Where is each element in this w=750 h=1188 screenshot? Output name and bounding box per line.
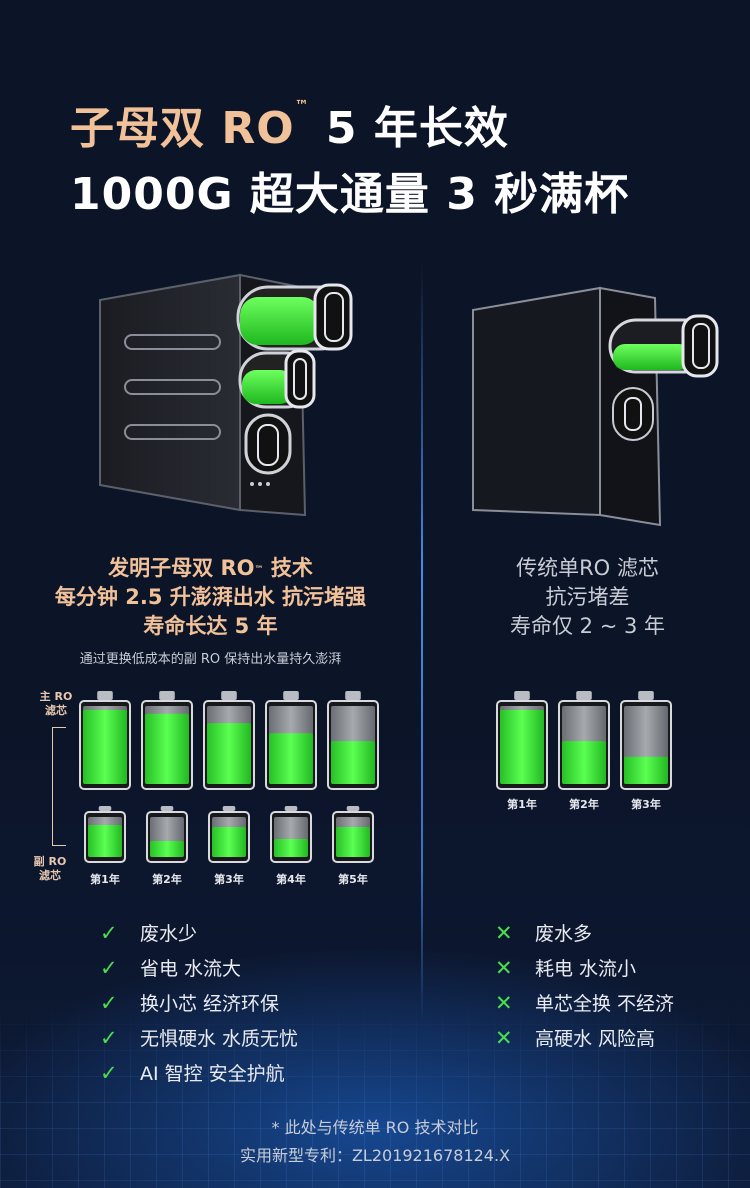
sub-ro-label: 副 RO 滤芯 (33, 855, 67, 882)
right-feature-1: ✕ 废水多 (495, 919, 592, 946)
row-bracket-bottom (52, 845, 66, 846)
left-tech-title: 发明子母双 RO™ 技术 每分钟 2.5 升澎湃出水 抗污堵强 寿命长达 5 年 (0, 554, 421, 641)
left-title-name: 发明子母双 RO (108, 556, 255, 580)
headline-line2: 1000G 超大通量 3 秒满杯 (70, 169, 630, 220)
left-feature-3: ✓ 换小芯 经济环保 (100, 989, 279, 1016)
right-year-label-1: 第1年 (507, 798, 537, 811)
check-icon: ✓ (100, 1061, 118, 1085)
footer-comparison-note: * 此处与传统单 RO 技术对比 (271, 1118, 479, 1137)
left-year-label-3: 第3年 (214, 873, 244, 886)
cross-icon: ✕ (495, 956, 513, 980)
feature-text: 废水少 (140, 923, 198, 945)
right-feature-2: ✕ 耗电 水流小 (495, 954, 636, 981)
right-title-line3: 寿命仅 2 ~ 3 年 (509, 614, 666, 638)
main-ro-label: 主 RO 滤芯 (39, 690, 73, 717)
main-ro-battery-year-2 (141, 691, 193, 790)
cross-icon: ✕ (495, 1026, 513, 1050)
sub-ro-battery-year-3 (208, 806, 250, 863)
feature-text: 无惧硬水 水质无忧 (140, 1028, 299, 1050)
trademark-symbol: ™ (294, 98, 310, 114)
left-year-label-1: 第1年 (90, 873, 120, 886)
main-ro-battery-year-1 (79, 691, 131, 790)
feature-text: 换小芯 经济环保 (140, 993, 280, 1015)
check-icon: ✓ (100, 956, 118, 980)
right-feature-3: ✕ 单芯全换 不经济 (495, 989, 674, 1016)
feature-text: 省电 水流大 (140, 958, 242, 980)
feature-text: 高硬水 风险高 (535, 1028, 656, 1050)
left-feature-1: ✓ 废水少 (100, 919, 197, 946)
single-ro-battery-year-3 (620, 691, 672, 790)
trademark-symbol-small: ™ (254, 565, 264, 575)
right-title-line1: 传统单RO 滤芯 (516, 556, 659, 580)
feature-text: 单芯全换 不经济 (535, 993, 675, 1015)
sub-ro-battery-year-5 (332, 806, 374, 863)
left-feature-2: ✓ 省电 水流大 (100, 954, 241, 981)
cross-icon: ✕ (495, 921, 513, 945)
row-bracket-line (52, 727, 53, 845)
cross-icon: ✕ (495, 991, 513, 1015)
dual-ro-purifier-illustration (99, 273, 353, 517)
left-year-label-4: 第4年 (276, 873, 306, 886)
sub-ro-battery-year-4 (270, 806, 312, 863)
right-tech-title: 传统单RO 滤芯 抗污堵差 寿命仅 2 ~ 3 年 (430, 554, 745, 641)
headline-product-name: 子母双 RO (70, 103, 295, 154)
left-title-line2: 每分钟 2.5 升澎湃出水 抗污堵强 (54, 585, 367, 609)
left-year-label-2: 第2年 (152, 873, 182, 886)
headline-lifetime: 5 年长效 (309, 103, 509, 154)
right-year-label-3: 第3年 (631, 798, 661, 811)
main-ro-battery-year-4 (265, 691, 317, 790)
single-ro-battery-year-2 (558, 691, 610, 790)
check-icon: ✓ (100, 991, 118, 1015)
single-ro-purifier-illustration (472, 286, 719, 527)
check-icon: ✓ (100, 1026, 118, 1050)
sub-ro-battery-year-1 (84, 806, 126, 863)
sub-ro-battery-year-2 (146, 806, 188, 863)
main-ro-battery-year-3 (203, 691, 255, 790)
main-ro-battery-year-5 (327, 691, 379, 790)
row-bracket-top (52, 727, 66, 728)
comparison-divider (421, 262, 423, 1022)
right-year-label-2: 第2年 (569, 798, 599, 811)
left-feature-4: ✓ 无惧硬水 水质无忧 (100, 1024, 298, 1051)
left-year-label-5: 第5年 (338, 873, 368, 886)
feature-text: AI 智控 安全护航 (140, 1063, 285, 1085)
headline-line1: 子母双 RO™ 5 年长效 (70, 92, 509, 156)
check-icon: ✓ (100, 921, 118, 945)
single-ro-battery-year-1 (496, 691, 548, 790)
right-feature-4: ✕ 高硬水 风险高 (495, 1024, 655, 1051)
left-note: 通过更换低成本的副 RO 保持出水量持久澎湃 (79, 652, 342, 667)
left-title-line1: 发明子母双 RO™ 技术 (0, 554, 421, 583)
right-title-line2: 抗污堵差 (545, 585, 630, 609)
feature-text: 废水多 (535, 923, 593, 945)
feature-text: 耗电 水流小 (535, 958, 637, 980)
left-title-line3: 寿命长达 5 年 (143, 614, 278, 638)
left-title-suffix: 技术 (263, 556, 313, 580)
footer-patent-number: 实用新型专利：ZL201921678124.X (239, 1146, 511, 1165)
left-feature-5: ✓ AI 智控 安全护航 (100, 1059, 285, 1086)
grid-floor-decoration (0, 998, 750, 1188)
